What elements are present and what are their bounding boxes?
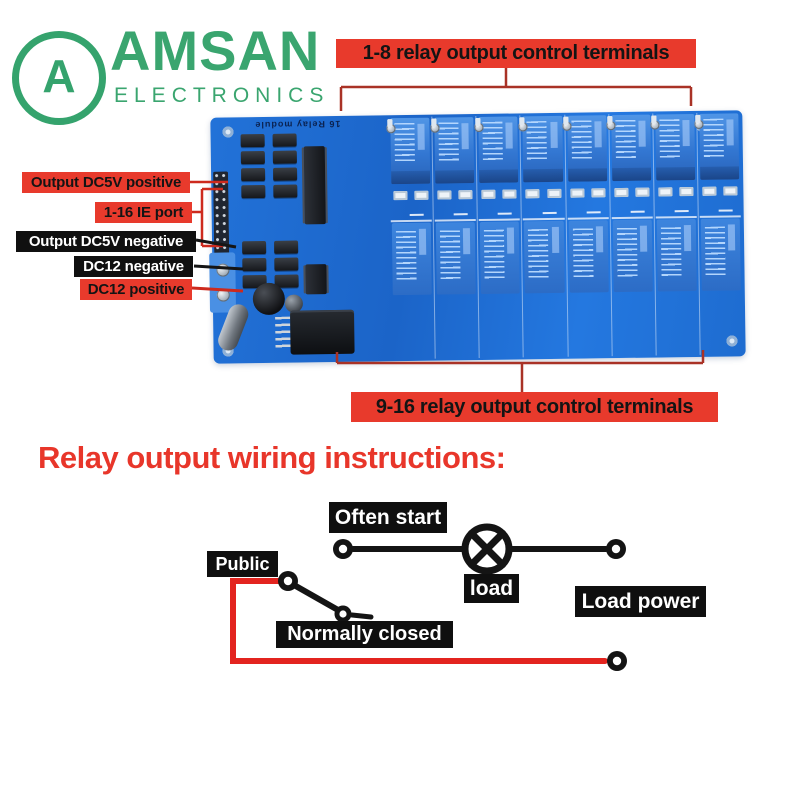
relay-board: 16 Relay module <box>209 110 746 364</box>
relay-bottom <box>391 222 432 296</box>
relay-channel-2 <box>430 116 479 359</box>
optocoupler-chip <box>242 257 267 272</box>
label-load-power: Load power <box>575 586 706 617</box>
relay-bottom <box>656 218 697 292</box>
optocoupler-group <box>242 240 299 289</box>
relay-bottom <box>700 218 741 291</box>
logo-letter: A <box>42 50 76 102</box>
channel-components <box>478 182 521 221</box>
optocoupler-chip <box>274 240 299 254</box>
relay-area <box>385 112 744 360</box>
relay-channel-8 <box>694 112 744 355</box>
callout-dc12-negative: DC12 negative <box>74 256 193 277</box>
callout-dc5v-positive: Output DC5V positive <box>22 172 190 193</box>
channel-components <box>654 179 697 219</box>
relay-channel-4 <box>518 114 568 358</box>
callout-dc12-positive: DC12 positive <box>80 279 192 300</box>
relay-top <box>699 113 740 180</box>
channel-components <box>522 181 565 221</box>
label-often-start: Often start <box>329 502 447 533</box>
optocoupler-chip <box>273 167 298 181</box>
wiring-diagram <box>230 523 627 671</box>
relay-channel-6 <box>606 113 656 357</box>
label-load: load <box>464 574 519 603</box>
terminal-ring <box>333 539 353 559</box>
optocoupler-chip <box>240 133 265 148</box>
relay-bottom <box>480 221 521 294</box>
relay-bottom <box>568 220 609 293</box>
brand-name: AMSAN <box>110 19 321 82</box>
driver-ic <box>305 264 327 295</box>
callout-bottom: 9-16 relay output control terminals <box>351 392 718 422</box>
mounting-hole <box>222 126 234 138</box>
relay-top <box>478 116 519 183</box>
regulator-pins <box>275 316 291 351</box>
terminal-ring <box>607 651 627 671</box>
optocoupler-group <box>240 133 298 199</box>
relay-top <box>390 117 431 185</box>
callout-dc5v-negative: Output DC5V negative <box>16 231 196 252</box>
optocoupler-chip <box>242 240 267 255</box>
label-normally-closed: Normally closed <box>276 621 453 648</box>
terminal-ring <box>606 539 626 559</box>
relay-top <box>655 113 696 181</box>
optocoupler-chip <box>241 184 266 199</box>
relay-top <box>434 117 475 184</box>
power-terminal-block <box>209 252 237 313</box>
channel-components <box>566 181 609 220</box>
relay-channel-3 <box>474 115 524 358</box>
brand-logo-icon: A <box>12 31 106 125</box>
wiring-heading: Relay output wiring instructions: <box>38 440 506 475</box>
optocoupler-chip <box>240 150 265 165</box>
board-silkscreen: 16 Relay module <box>254 118 341 131</box>
relay-channel-1 <box>385 117 434 360</box>
switch-arm <box>291 582 341 613</box>
switch-pivot <box>278 571 298 591</box>
optocoupler-chip <box>272 150 297 164</box>
channel-components <box>434 183 477 222</box>
optocoupler-chip <box>272 133 297 147</box>
optocoupler-chip <box>274 257 299 271</box>
relay-bottom <box>612 219 653 293</box>
electrolytic-capacitor <box>252 282 286 316</box>
driver-ic <box>303 146 326 225</box>
nc-contact <box>334 605 352 623</box>
label-public: Public <box>207 551 278 577</box>
callout-top: 1-8 relay output control terminals <box>336 39 696 68</box>
voltage-regulator <box>290 309 355 355</box>
optocoupler-chip <box>241 167 266 182</box>
relay-top <box>522 115 563 183</box>
channel-components <box>610 180 653 220</box>
io-pin-header <box>213 171 230 256</box>
optocoupler-chip <box>273 184 298 198</box>
relay-bottom <box>524 220 565 294</box>
relay-top <box>566 115 607 182</box>
load-symbol <box>461 523 513 575</box>
channel-components <box>390 183 432 223</box>
callout-ie-port: 1-16 IE port <box>95 202 192 223</box>
brand-subtitle: ELECTRONICS <box>114 84 330 107</box>
relay-bottom <box>435 222 477 295</box>
channel-components <box>699 179 741 218</box>
relay-top <box>610 114 651 182</box>
top-bracket <box>339 68 693 111</box>
relay-channel-7 <box>650 112 700 356</box>
relay-channel-5 <box>562 114 612 357</box>
